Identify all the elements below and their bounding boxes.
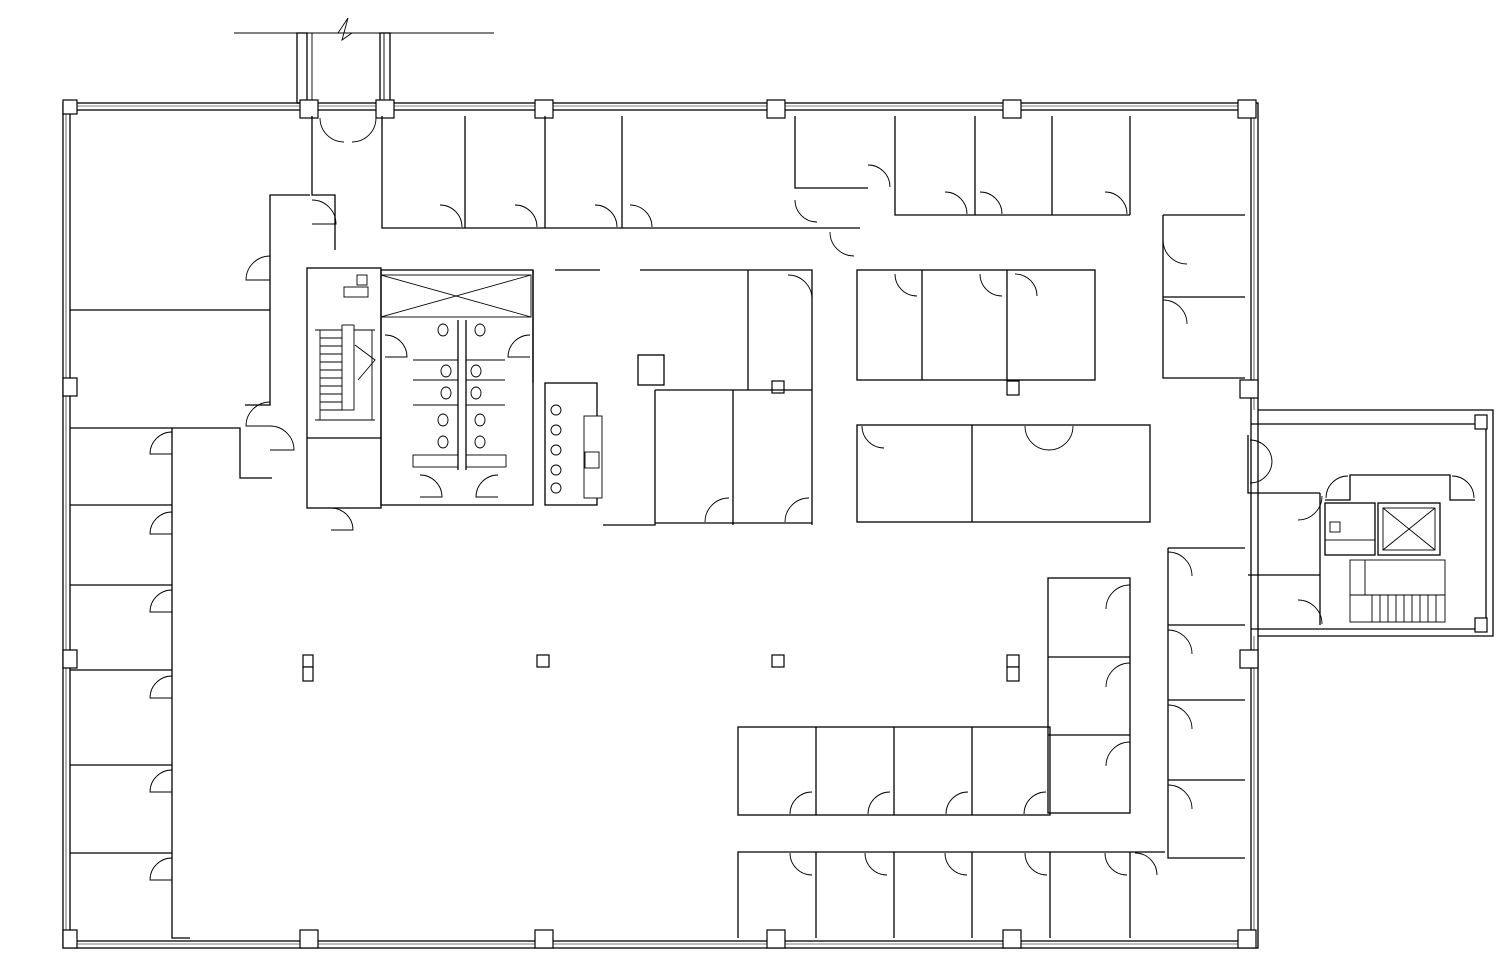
entry-corridor — [234, 17, 494, 104]
elevator-icon — [380, 274, 532, 318]
elevator-icon — [1382, 507, 1436, 551]
columns — [62, 99, 1488, 949]
stair-icon — [319, 324, 376, 421]
north-offices — [381, 116, 1245, 379]
central-offices — [532, 269, 1151, 526]
restroom-stalls — [384, 320, 531, 498]
exterior-walls — [62, 102, 1494, 949]
stair-icon — [1349, 559, 1446, 623]
south-offices — [737, 547, 1245, 938]
east-annex-core — [1247, 435, 1475, 625]
west-offices — [70, 194, 310, 939]
core — [306, 116, 603, 531]
